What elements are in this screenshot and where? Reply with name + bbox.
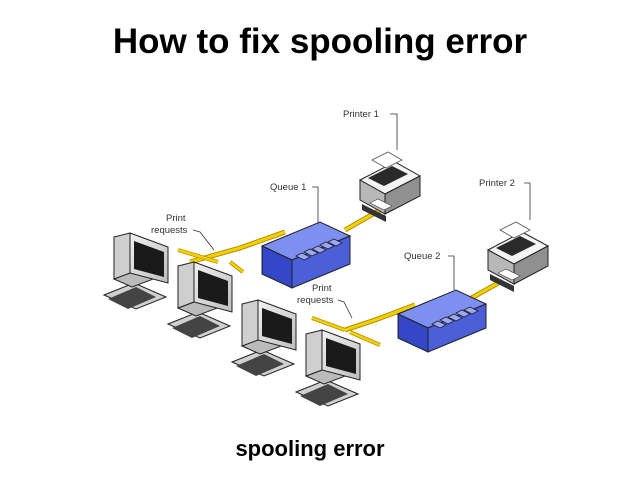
queue1-box — [260, 221, 352, 289]
page-title: How to fix spooling error — [112, 22, 528, 61]
label-leaders — [192, 113, 531, 319]
queue1-label: Queue 1 — [270, 182, 306, 193]
printer2-label: Printer 2 — [479, 178, 515, 189]
print-requests-2-line1: Print — [312, 283, 332, 294]
printer1-icon — [358, 151, 422, 222]
queue2-box — [396, 289, 488, 353]
print-requests-1-line2: requests — [151, 225, 188, 236]
computer-icon-3 — [230, 299, 297, 377]
computer-icon-1 — [102, 232, 169, 310]
printer2-icon — [486, 221, 550, 292]
queue2-label: Queue 2 — [404, 251, 440, 262]
print-requests-2-line2: requests — [297, 295, 334, 306]
page-caption: spooling error — [235, 436, 385, 461]
printer1-label: Printer 1 — [343, 109, 379, 120]
computer-icon-4 — [294, 329, 361, 407]
computer-icon-2 — [166, 261, 233, 339]
cables — [177, 207, 502, 347]
print-requests-1-line1: Print — [166, 213, 186, 224]
